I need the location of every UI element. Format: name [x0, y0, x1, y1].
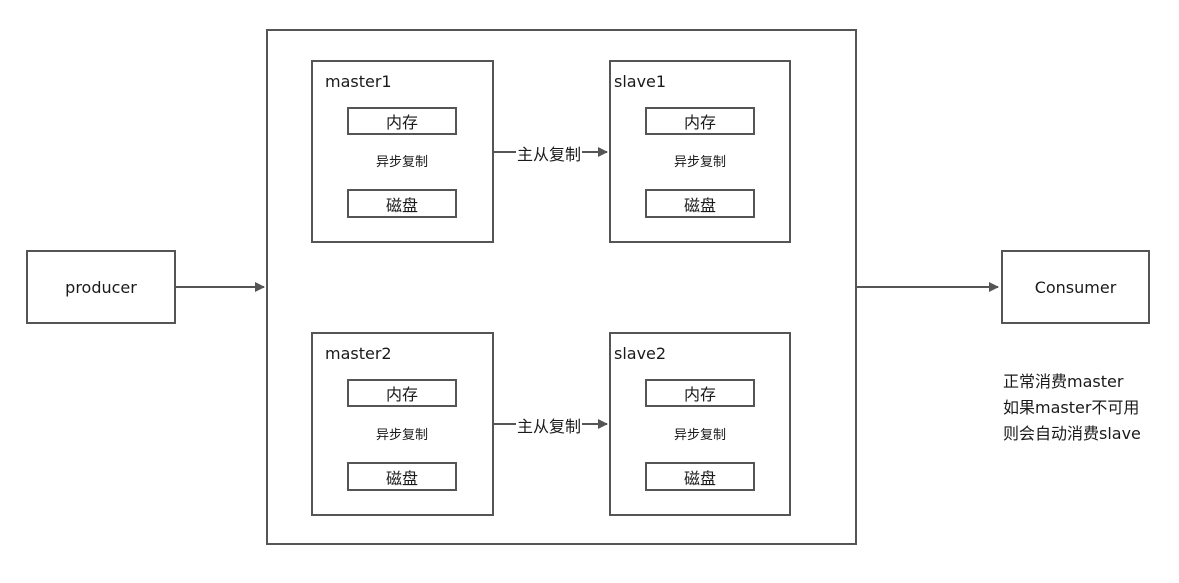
master1-memory-label: 内存 — [385, 113, 418, 132]
slave2-memory-label: 内存 — [683, 385, 716, 404]
producer-node: producer — [26, 250, 176, 324]
producer-label: producer — [65, 277, 137, 297]
slave1-memory: 内存 — [645, 107, 755, 135]
master2-title: master2 — [325, 344, 392, 363]
replication-label-1: 主从复制 — [516, 141, 583, 165]
slave2-disk: 磁盘 — [645, 462, 755, 491]
slave2-title: slave2 — [614, 344, 667, 363]
note-line-1: 正常消费master — [1003, 372, 1124, 391]
master2-async-label: 异步复制 — [375, 428, 429, 443]
master1-node: master1 — [311, 60, 494, 243]
master1-async-label: 异步复制 — [375, 155, 429, 170]
master1-title: master1 — [325, 72, 392, 91]
slave2-memory: 内存 — [645, 379, 755, 407]
master2-disk: 磁盘 — [347, 462, 457, 491]
slave1-disk-label: 磁盘 — [683, 195, 716, 215]
slave1-async-label: 异步复制 — [673, 155, 727, 170]
master2-memory: 内存 — [347, 379, 457, 407]
slave1-disk: 磁盘 — [645, 189, 755, 218]
consumer-label: Consumer — [1034, 277, 1117, 297]
master1-disk: 磁盘 — [347, 189, 457, 218]
note-line-3: 则会自动消费slave — [1003, 424, 1141, 443]
master1-memory: 内存 — [347, 107, 457, 135]
consumer-node: Consumer — [1001, 250, 1150, 324]
master2-disk-label: 磁盘 — [385, 468, 418, 488]
slave1-memory-label: 内存 — [683, 113, 716, 132]
slave1-title: slave1 — [614, 72, 667, 91]
note-line-2: 如果master不可用 — [1003, 398, 1140, 417]
master2-memory-label: 内存 — [385, 385, 418, 404]
slave2-async-label: 异步复制 — [673, 428, 727, 443]
master1-disk-label: 磁盘 — [385, 195, 418, 215]
broker-cluster — [266, 29, 857, 545]
consumption-notes: 正常消费master 如果master不可用 则会自动消费slave — [1003, 369, 1141, 447]
replication-label-2: 主从复制 — [516, 413, 583, 437]
slave2-disk-label: 磁盘 — [683, 468, 716, 488]
